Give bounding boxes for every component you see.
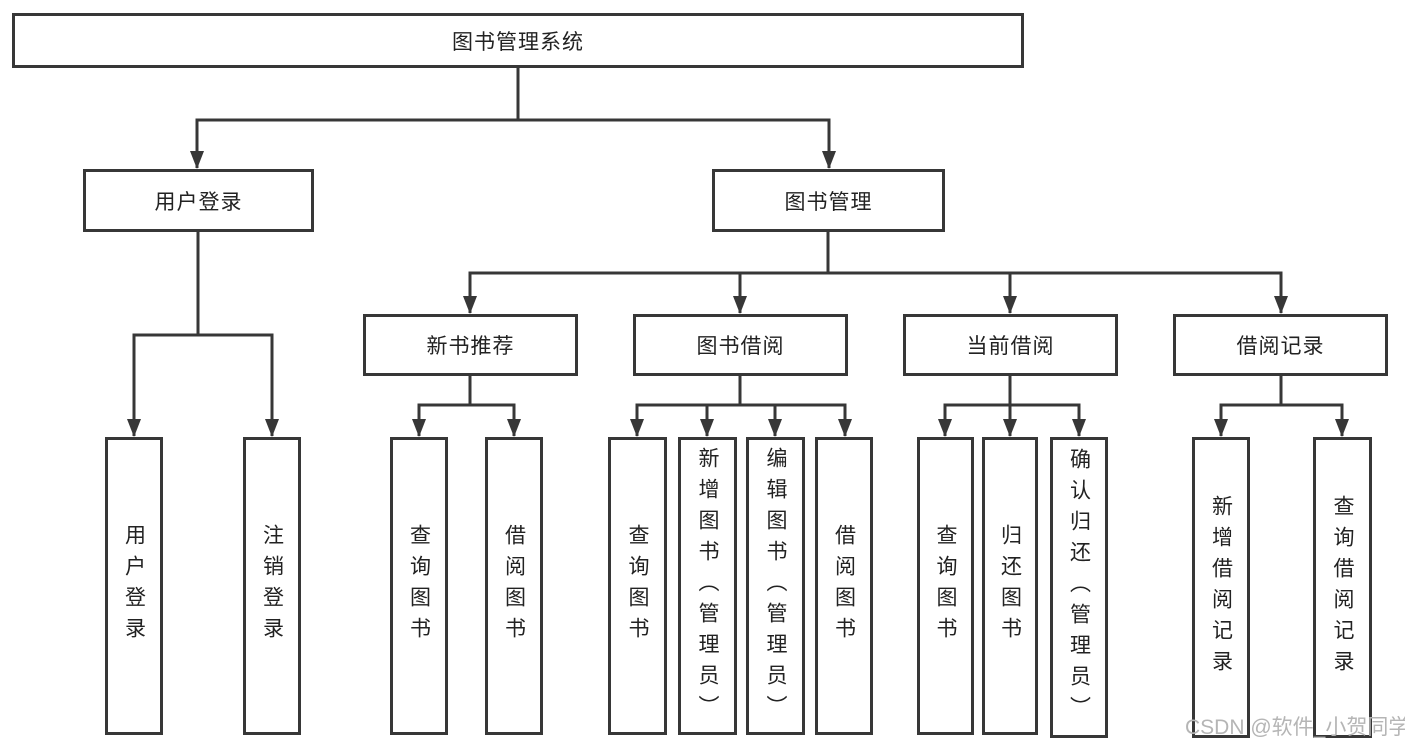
connector-group (127, 68, 1349, 437)
leaf-borrow-book-1: 借阅图书 (485, 437, 543, 735)
leaf-query-book-2-label: 查询图书 (626, 524, 649, 648)
node-user-login-label: 用户登录 (154, 190, 243, 214)
node-current-borrow-label: 当前借阅 (966, 335, 1055, 358)
node-book-management-label: 图书管理 (784, 190, 873, 214)
leaf-return-book: 归还图书 (982, 437, 1038, 735)
leaf-return-book-label: 归还图书 (998, 524, 1022, 648)
leaf-query-book-3-label: 查询图书 (934, 524, 957, 648)
node-current-borrow: 当前借阅 (903, 314, 1118, 376)
leaf-query-borrow-record-label: 查询借阅记录 (1331, 494, 1354, 681)
leaf-add-book-admin-label: 新增图书（管理员） (696, 446, 719, 726)
node-book-management: 图书管理 (712, 169, 945, 232)
leaf-add-borrow-record: 新增借阅记录 (1192, 437, 1250, 738)
node-root-label: 图书管理系统 (452, 30, 584, 54)
node-new-book-recommend: 新书推荐 (363, 314, 578, 376)
leaf-user-login-label: 用户登录 (122, 524, 146, 648)
leaf-user-login: 用户登录 (105, 437, 163, 735)
node-root: 图书管理系统 (12, 13, 1024, 68)
node-book-borrow: 图书借阅 (633, 314, 848, 376)
leaf-logout: 注销登录 (243, 437, 301, 735)
node-borrow-records: 借阅记录 (1173, 314, 1388, 376)
node-user-login: 用户登录 (83, 169, 314, 232)
leaf-borrow-book-2-label: 借阅图书 (832, 524, 856, 648)
leaf-query-borrow-record: 查询借阅记录 (1313, 437, 1372, 738)
leaf-edit-book-admin-label: 编辑图书（管理员） (764, 446, 787, 726)
leaf-query-book-3: 查询图书 (917, 437, 974, 735)
leaf-logout-label: 注销登录 (260, 524, 284, 648)
leaf-confirm-return-admin-label: 确认归还（管理员） (1067, 448, 1091, 727)
leaf-confirm-return-admin: 确认归还（管理员） (1050, 437, 1108, 738)
leaf-query-book-2: 查询图书 (608, 437, 667, 735)
node-borrow-records-label: 借阅记录 (1236, 335, 1325, 358)
node-book-borrow-label: 图书借阅 (696, 335, 785, 358)
leaf-borrow-book-1-label: 借阅图书 (502, 524, 526, 648)
leaf-query-book-1-label: 查询图书 (407, 524, 431, 648)
watermark-text: CSDN @软件_小贺同学 (1185, 716, 1405, 739)
node-new-book-recommend-label: 新书推荐 (426, 335, 515, 358)
leaf-add-book-admin: 新增图书（管理员） (678, 437, 737, 735)
leaf-add-borrow-record-label: 新增借阅记录 (1209, 494, 1233, 681)
leaf-borrow-book-2: 借阅图书 (815, 437, 873, 735)
leaf-query-book-1: 查询图书 (390, 437, 448, 735)
leaf-edit-book-admin: 编辑图书（管理员） (746, 437, 805, 735)
